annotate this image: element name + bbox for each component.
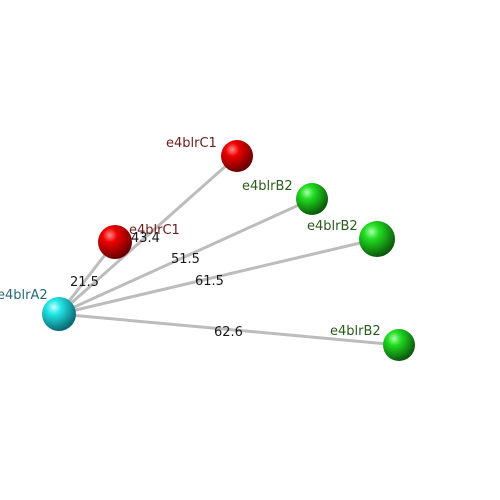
atom-label-c1-mid: e4blrC1 xyxy=(129,223,180,238)
atom-label-b2-a: e4blrB2 xyxy=(242,179,293,194)
atom-label-b2-b: e4blrB2 xyxy=(307,219,358,234)
atom-labels: e4blrC1 e4blrC1 e4blrB2 e4blrB2 e4blrB2 … xyxy=(0,136,381,339)
bond-a2-c1-top xyxy=(58,154,238,316)
bond-a2-b2-c xyxy=(58,312,400,347)
atoms xyxy=(42,140,415,361)
distance-label-a2-b2-b: 61.5 xyxy=(195,274,224,289)
distance-label-a2-b2-a: 51.5 xyxy=(171,252,200,267)
atom-c1-mid[interactable] xyxy=(98,225,132,259)
bond-a2-b2-a xyxy=(58,197,313,316)
atom-a2[interactable] xyxy=(42,297,76,331)
distance-label-a2-b2-c: 62.6 xyxy=(214,325,243,340)
atom-b2-c[interactable] xyxy=(383,329,415,361)
atom-b2-b[interactable] xyxy=(359,221,395,257)
atom-label-a2: e4blrA2 xyxy=(0,288,48,303)
atom-c1-top[interactable] xyxy=(221,140,253,172)
atom-label-c1-top: e4blrC1 xyxy=(166,136,217,151)
atom-label-b2-c: e4blrB2 xyxy=(330,324,381,339)
distance-label-a2-c1-mid: 21.5 xyxy=(70,275,99,290)
distance-label-a2-c1-top: 43.4 xyxy=(131,231,160,246)
distance-labels: 43.4 21.5 51.5 61.5 62.6 xyxy=(70,231,243,340)
bond-a2-b2-b xyxy=(58,237,378,316)
atom-b2-a[interactable] xyxy=(296,183,328,215)
